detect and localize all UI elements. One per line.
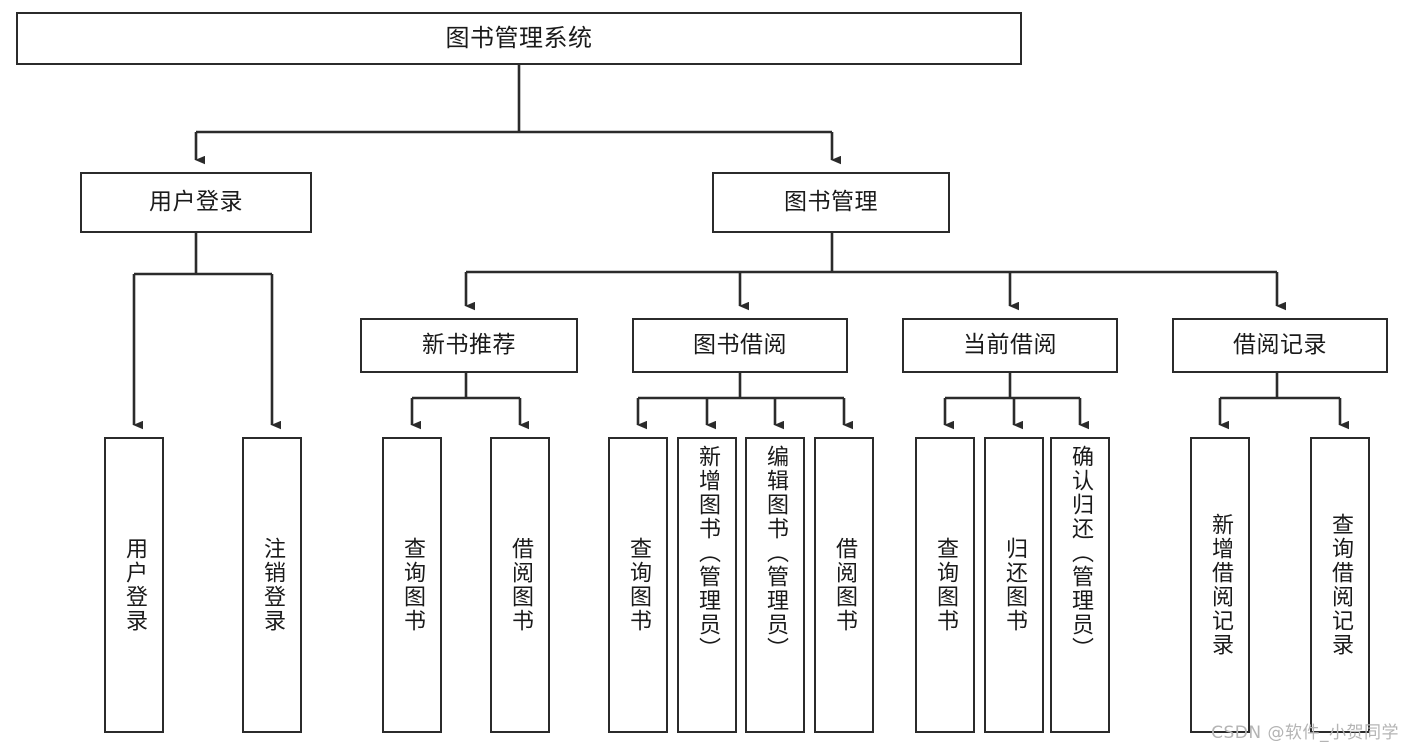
node-borrow-record[interactable]: 借阅记录 (1172, 318, 1388, 373)
leaf-label: 借阅图书 (832, 537, 857, 633)
leaf-book-borrow-edit-book[interactable]: 编辑图书（管理员） (745, 437, 805, 733)
node-new-book-recommend[interactable]: 新书推荐 (360, 318, 578, 373)
node-label: 图书管理 (784, 188, 878, 215)
node-label: 新书推荐 (422, 331, 516, 358)
leaf-new-book-query-book[interactable]: 查询图书 (382, 437, 442, 733)
connectors-book-manage (464, 233, 1286, 311)
leaf-book-borrow-add-book[interactable]: 新增图书（管理员） (677, 437, 737, 733)
connectors-user-login (132, 233, 281, 430)
leaf-label: 查询借阅记录 (1328, 513, 1353, 657)
leaf-label: 用户登录 (122, 537, 147, 633)
leaf-borrow-record-query-record[interactable]: 查询借阅记录 (1310, 437, 1370, 733)
leaf-label: 注销登录 (260, 537, 285, 633)
leaf-borrow-record-add-record[interactable]: 新增借阅记录 (1190, 437, 1250, 733)
leaf-label: 新增图书（管理员） (695, 445, 720, 661)
leaf-user-login-login[interactable]: 用户登录 (104, 437, 164, 733)
node-label: 用户登录 (149, 188, 243, 215)
leaf-label: 查询图书 (626, 537, 651, 633)
connectors-borrow-record (1218, 373, 1349, 430)
connectors-current-borrow (943, 373, 1089, 430)
node-label: 借阅记录 (1233, 331, 1327, 358)
leaf-label: 编辑图书（管理员） (763, 445, 788, 661)
connectors-book-borrow (636, 373, 853, 430)
node-current-borrow[interactable]: 当前借阅 (902, 318, 1118, 373)
node-book-borrow[interactable]: 图书借阅 (632, 318, 848, 373)
connectors-new-book (410, 373, 529, 430)
node-book-management-system[interactable]: 图书管理系统 (16, 12, 1022, 65)
node-user-login[interactable]: 用户登录 (80, 172, 312, 233)
leaf-book-borrow-query-book[interactable]: 查询图书 (608, 437, 668, 733)
leaf-label: 新增借阅记录 (1208, 513, 1233, 657)
node-label: 图书管理系统 (445, 24, 593, 53)
connectors-root (194, 65, 841, 165)
leaf-user-login-logout[interactable]: 注销登录 (242, 437, 302, 733)
leaf-new-book-borrow-book[interactable]: 借阅图书 (490, 437, 550, 733)
leaf-current-borrow-query-book[interactable]: 查询图书 (915, 437, 975, 733)
leaf-label: 借阅图书 (508, 537, 533, 633)
node-book-management[interactable]: 图书管理 (712, 172, 950, 233)
leaf-current-borrow-return-book[interactable]: 归还图书 (984, 437, 1044, 733)
leaf-label: 归还图书 (1002, 537, 1027, 633)
node-label: 图书借阅 (693, 331, 787, 358)
leaf-current-borrow-confirm-return[interactable]: 确认归还（管理员） (1050, 437, 1110, 733)
leaf-label: 查询图书 (933, 537, 958, 633)
csdn-watermark: CSDN @软件_小贺同学 (1211, 723, 1399, 743)
leaf-label: 查询图书 (400, 537, 425, 633)
leaf-book-borrow-borrow-book[interactable]: 借阅图书 (814, 437, 874, 733)
leaf-label: 确认归还（管理员） (1068, 445, 1093, 661)
node-label: 当前借阅 (963, 331, 1057, 358)
